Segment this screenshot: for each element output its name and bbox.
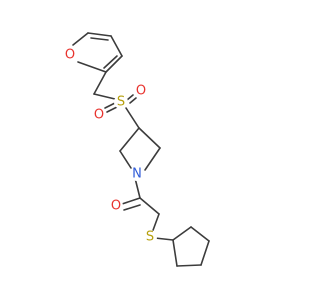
bond [138, 127, 161, 149]
bond [119, 127, 140, 152]
oxygen-label: O [65, 48, 75, 63]
atom-pyrrolidine-nitrogen: N [130, 167, 144, 182]
cyclopentyl-ring [172, 226, 210, 267]
bond [190, 226, 210, 242]
bond [110, 35, 123, 57]
bond [119, 150, 132, 169]
sulfur-label: S [117, 95, 125, 110]
sulfonyl-group [104, 94, 140, 129]
bond [123, 204, 141, 211]
bond [103, 55, 118, 69]
bond [77, 61, 107, 73]
bond [126, 94, 134, 101]
bond [104, 102, 116, 109]
atom-thioether-sulfur: S [143, 230, 157, 245]
nitrogen-label: N [132, 167, 142, 182]
bond [129, 97, 137, 104]
bond [154, 237, 174, 241]
bond [144, 147, 161, 171]
bond [87, 32, 112, 37]
atom-carbonyl-oxygen: O [109, 199, 123, 214]
bond [139, 197, 160, 215]
bond [200, 240, 210, 266]
atom-sulfonyl-oxygen-right: O [134, 84, 148, 99]
bond [93, 71, 107, 95]
bond [176, 264, 202, 267]
atom-furan-oxygen: O [63, 48, 77, 63]
bond [105, 55, 123, 73]
atom-sulfonyl-oxygen-left: O [92, 108, 106, 123]
bond [172, 239, 178, 267]
molecule-structure: O O S O N O S [63, 32, 210, 267]
bond [172, 226, 192, 241]
oxygen-label: O [111, 199, 121, 214]
sulfur-label: S [146, 230, 154, 245]
furan-ring [72, 32, 123, 73]
atom-sulfonyl-sulfur: S [114, 95, 128, 110]
oxygen-label: O [94, 108, 104, 123]
bond [72, 32, 89, 46]
bond [121, 197, 141, 205]
bond [125, 107, 140, 129]
bond [93, 93, 116, 100]
pyrrolidine-ring [119, 127, 161, 171]
structure-canvas: O O S O N O S [63, 32, 210, 267]
oxygen-label: O [136, 84, 146, 99]
bond [134, 177, 141, 199]
bond [151, 213, 160, 234]
bond [90, 37, 109, 41]
bond [106, 106, 118, 113]
